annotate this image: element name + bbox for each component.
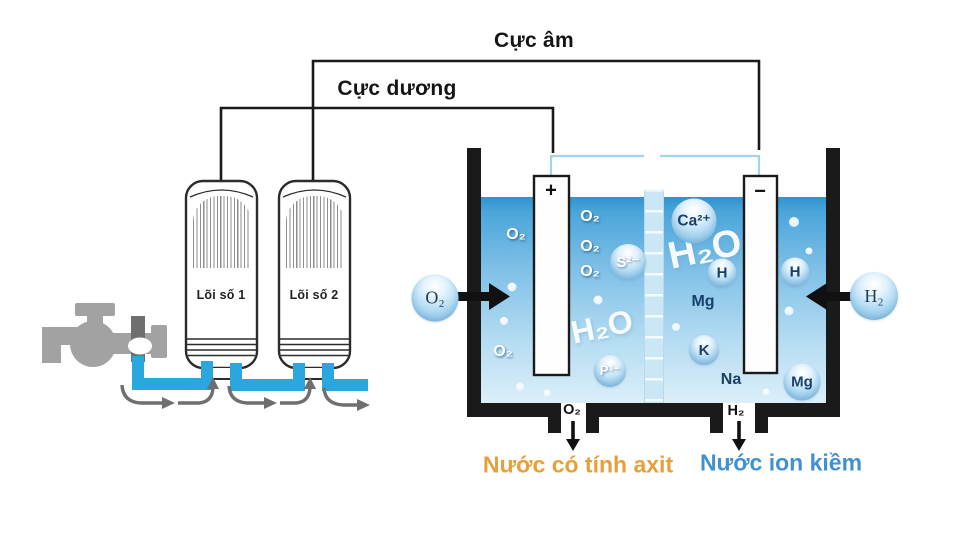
faucet-icon	[42, 303, 167, 367]
hydrogen-ion-label: H	[716, 264, 728, 282]
bubble	[762, 388, 770, 396]
oxygen-outlet-chute	[548, 403, 561, 433]
bubble	[805, 247, 813, 255]
calcium-ion-label: Ca²⁺	[677, 212, 711, 230]
electrode-connection-wire	[549, 154, 761, 177]
alkaline-water-label: Nước ion kiềm	[699, 449, 863, 476]
oxygen-gas-label: O₂	[580, 263, 600, 280]
filter-1-label: Lõi số 1	[196, 288, 246, 302]
bubble	[543, 389, 551, 397]
filter-2-hatch	[286, 196, 344, 268]
sulfide-ion-label: S²⁻	[616, 254, 640, 271]
sulfide-ion-sphere: S²⁻	[610, 244, 646, 280]
water-pipes	[132, 356, 368, 391]
magnesium-ion-sphere: Mg	[783, 363, 821, 401]
tank-walls	[467, 148, 840, 433]
cathode-wire	[311, 59, 761, 182]
ion-exchange-membrane	[644, 189, 664, 403]
hydrogen-outlet-chute	[710, 403, 723, 433]
hydrogen-ion-sphere: H	[780, 257, 810, 287]
bubble	[784, 306, 794, 316]
hydrogen-ion-sphere: H	[707, 258, 737, 288]
acidic-water-label: Nước có tính axit	[482, 451, 674, 478]
magnesium-ion-label: Mg	[791, 373, 813, 391]
negative-electrode	[742, 174, 779, 375]
bubble	[789, 217, 799, 227]
positive-electrode	[532, 174, 571, 377]
oxygen-inlet-sphere: O₂	[411, 274, 459, 322]
flow-arrows	[120, 377, 370, 411]
hydrogen-inlet-arrow	[806, 283, 854, 310]
hydrogen-inlet-sphere: H₂	[850, 272, 898, 320]
bubble	[516, 383, 524, 391]
anode-label: Cực dương	[337, 77, 457, 100]
potassium-ion-label: K	[698, 341, 710, 359]
oxygen-gas-label: O₂	[493, 343, 513, 360]
calcium-ion-sphere: Ca²⁺	[671, 198, 717, 244]
sodium-ion-label: Na	[720, 371, 742, 388]
negative-electrode-sign: −	[754, 180, 766, 203]
hydrogen-outlet-label: H₂	[727, 403, 745, 419]
hydrogen-outlet-arrow	[732, 421, 746, 451]
oxygen-gas-label: O₂	[580, 208, 600, 225]
filter-2-label: Lõi số 2	[289, 288, 339, 302]
phosphide-ion-label: P³⁻	[599, 363, 621, 378]
hydrogen-inlet-label: H₂	[864, 285, 884, 306]
bubble	[507, 282, 517, 292]
oxygen-outlet-arrow	[566, 421, 580, 451]
positive-electrode-sign: +	[545, 179, 557, 202]
faucet-valve-wheel	[128, 337, 152, 355]
oxygen-inlet-arrow	[454, 283, 510, 310]
phosphide-ion-sphere: P³⁻	[594, 355, 626, 387]
anode-wire	[219, 106, 555, 182]
filter-1-hatch	[193, 196, 251, 268]
bubble	[593, 295, 603, 305]
magnesium-ion-label: Mg	[691, 293, 715, 310]
hydrogen-ion-label: H	[789, 263, 801, 281]
oxygen-inlet-label: O₂	[425, 287, 445, 308]
cathode-label: Cực âm	[493, 29, 575, 52]
bubble	[500, 317, 508, 325]
potassium-ion-sphere: K	[689, 335, 719, 365]
oxygen-gas-label: O₂	[580, 238, 600, 255]
bubble	[672, 323, 680, 331]
oxygen-outlet-label: O₂	[563, 402, 581, 418]
oxygen-gas-label: O₂	[506, 226, 526, 243]
